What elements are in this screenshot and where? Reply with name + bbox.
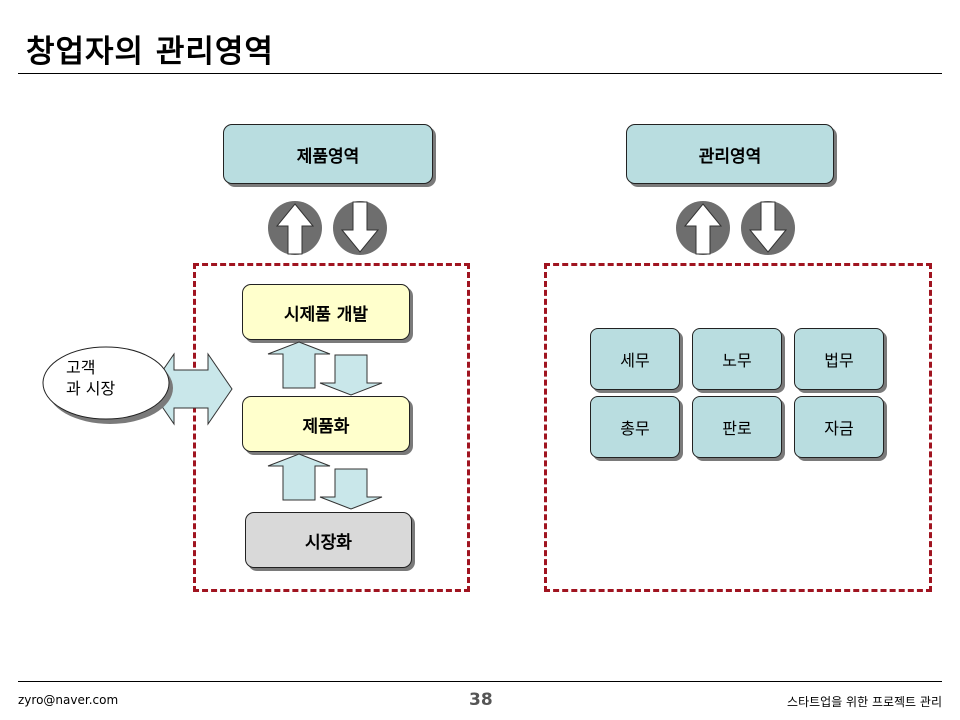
tax-box: 세무: [590, 328, 680, 390]
prototype-development-box: 시제품 개발: [242, 284, 410, 340]
commercialization-box: 시장화: [245, 512, 412, 568]
funding-box: 자금: [794, 396, 884, 458]
commercialization-label: 시장화: [305, 532, 352, 553]
labor-label: 노무: [722, 351, 752, 370]
customer-market-double-arrow: [149, 352, 233, 426]
product-area-header: 제품영역: [223, 124, 433, 184]
legal-label: 법무: [824, 351, 854, 370]
customer-line2: 과 시장: [66, 379, 116, 398]
labor-box: 노무: [692, 328, 782, 390]
page-title: 창업자의 관리영역: [26, 34, 274, 70]
legal-box: 법무: [794, 328, 884, 390]
block-arrow-down-icon: [319, 354, 383, 396]
footer-divider: [18, 681, 942, 682]
footer-caption: 스타트업을 위한 프로젝트 관리: [787, 695, 942, 709]
sales-channel-label: 판로: [722, 419, 752, 438]
tax-label: 세무: [620, 351, 650, 370]
productization-box: 제품화: [242, 396, 410, 452]
product-area-region: [193, 263, 470, 592]
customer-line1: 고객: [66, 358, 96, 377]
general-affairs-label: 총무: [620, 419, 650, 438]
prototype-development-label: 시제품 개발: [283, 304, 369, 325]
block-arrow-up-icon: [267, 341, 331, 389]
funding-label: 자금: [824, 419, 854, 438]
management-area-region: [544, 263, 932, 592]
down-circle-arrow-icon: [333, 201, 387, 255]
footer-email: zyro@naver.com: [18, 693, 119, 707]
block-arrow-up-icon: [267, 453, 331, 501]
sales-channel-box: 판로: [692, 396, 782, 458]
page-number: 38: [469, 690, 493, 710]
productization-label: 제품화: [302, 416, 350, 437]
product-area-header-label: 제품영역: [296, 146, 360, 167]
title-divider: [18, 73, 942, 74]
general-affairs-box: 총무: [590, 396, 680, 458]
down-circle-arrow-icon: [741, 201, 795, 255]
block-arrow-down-icon: [319, 468, 383, 510]
management-area-header: 관리영역: [626, 124, 834, 184]
customer-market-ellipse: [42, 346, 173, 424]
up-circle-arrow-icon: [268, 201, 322, 255]
up-circle-arrow-icon: [676, 201, 730, 255]
management-area-header-label: 관리영역: [698, 146, 762, 167]
